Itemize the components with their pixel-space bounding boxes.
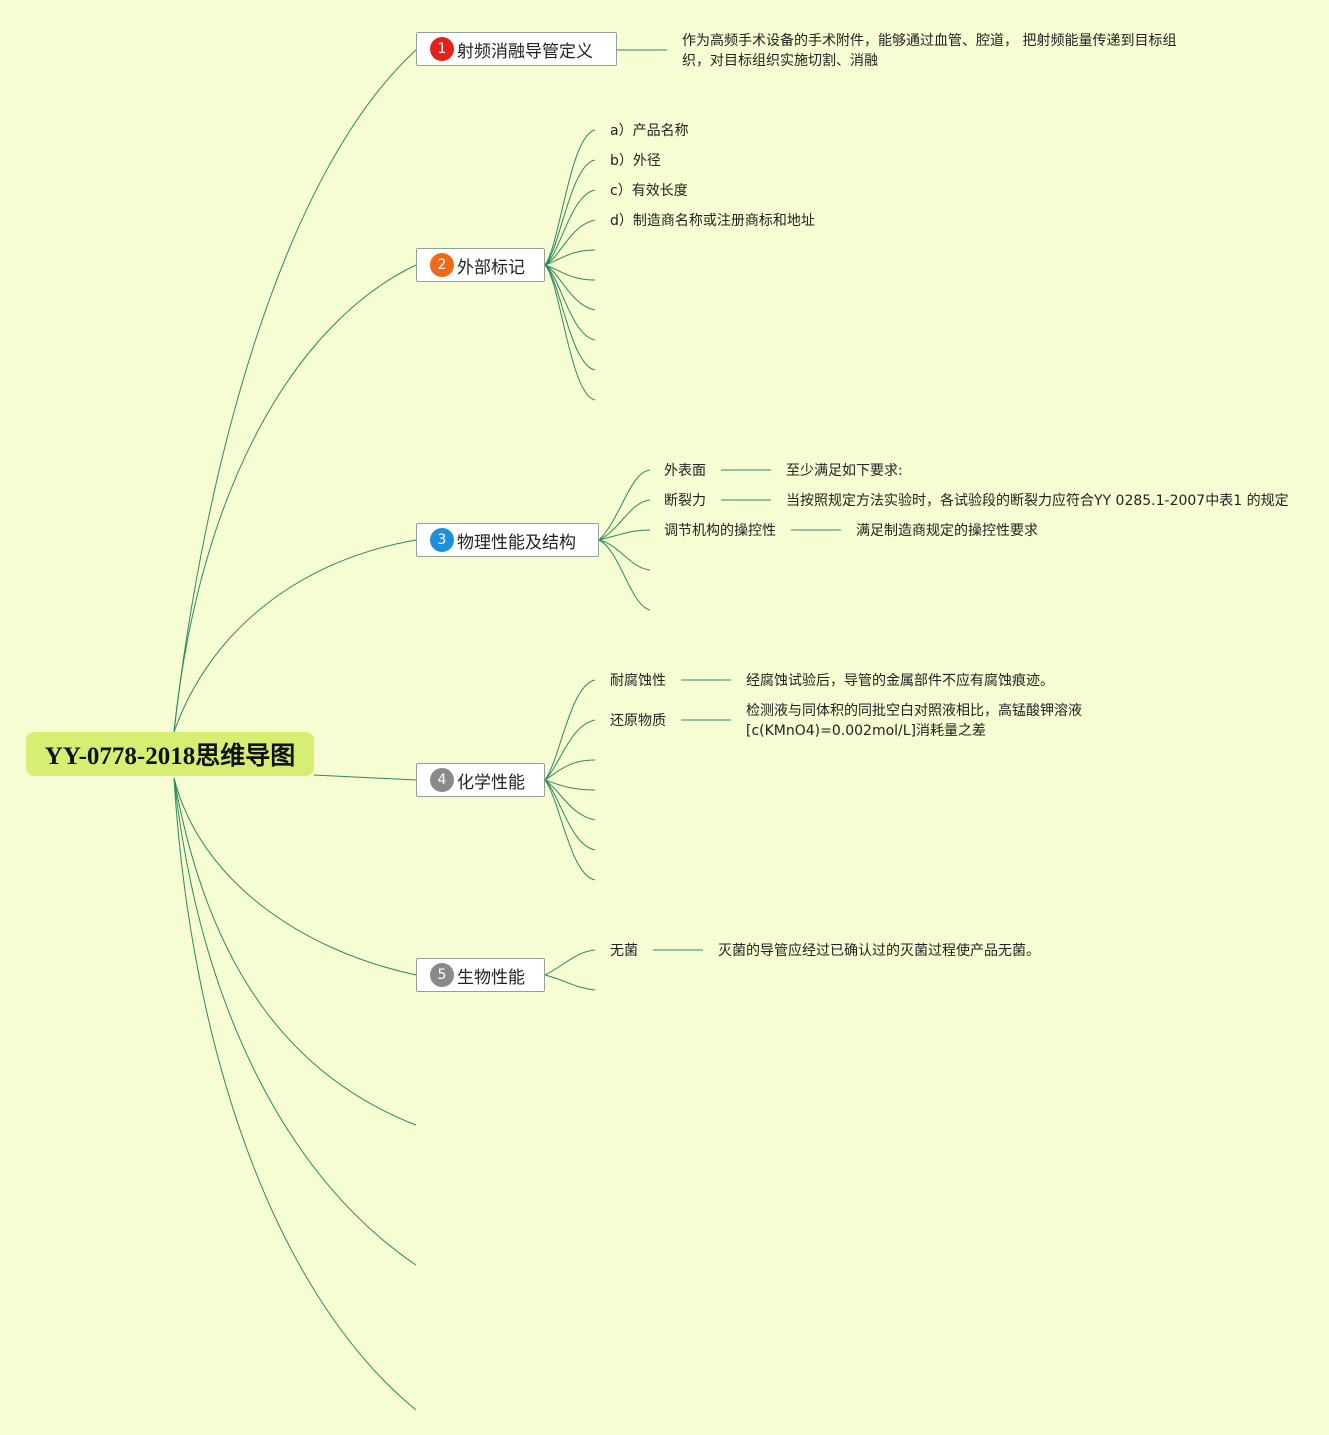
connector-root-branch3 bbox=[173, 539, 417, 733]
property-name: 耐腐蚀性 bbox=[610, 673, 666, 689]
connector-root-empty3 bbox=[173, 777, 417, 1411]
property-value: 经腐蚀试验后，导管的金属部件不应有腐蚀痕迹。 bbox=[746, 673, 1054, 689]
branch-label: 外部标记 bbox=[457, 257, 525, 278]
connector-root-empty1 bbox=[173, 777, 417, 1126]
property-value: 当按照规定方法实验时，各试验段的断裂力应符合YY 0285.1-2007中表1 … bbox=[786, 493, 1289, 509]
number-badge-4: 4 bbox=[430, 768, 454, 792]
connector-root-branch1 bbox=[173, 49, 417, 733]
property-name: 调节机构的操控性 bbox=[664, 523, 776, 539]
branch-chemical-properties[interactable]: 4 化学性能 bbox=[416, 763, 545, 797]
branch-label: 化学性能 bbox=[457, 772, 525, 793]
property-value: 至少满足如下要求: bbox=[786, 463, 903, 479]
definition-text: 作为高频手术设备的手术附件，能够通过血管、腔道， 把射频能量传递到目标组织，对目… bbox=[682, 33, 1177, 69]
branch-label: 物理性能及结构 bbox=[457, 532, 576, 553]
property-value: 灭菌的导管应经过已确认过的灭菌过程使产品无菌。 bbox=[718, 943, 1040, 959]
property-name: 断裂力 bbox=[664, 493, 706, 509]
branch-definition[interactable]: 1 射频消融导管定义 bbox=[416, 32, 617, 66]
number-badge-1: 1 bbox=[430, 37, 454, 61]
number-badge-5: 5 bbox=[430, 963, 454, 987]
property-value: 满足制造商规定的操控性要求 bbox=[856, 523, 1038, 539]
property-name: 还原物质 bbox=[610, 713, 666, 729]
connector-root-branch4 bbox=[313, 774, 417, 781]
property-name: 无菌 bbox=[610, 943, 638, 959]
root-topic[interactable]: YY-0778-2018思维导图 bbox=[26, 732, 314, 776]
connector-root-branch2 bbox=[173, 264, 417, 733]
number-badge-2: 2 bbox=[430, 253, 454, 277]
property-value: 检测液与同体积的同批空白对照液相比，高锰酸钾溶液[c(KMnO4)=0.002m… bbox=[746, 703, 1082, 739]
connector-root-empty2 bbox=[173, 777, 417, 1266]
connector-root-branch5 bbox=[173, 777, 417, 976]
branch-biological-properties[interactable]: 5 生物性能 bbox=[416, 958, 545, 992]
branch-physical-properties[interactable]: 3 物理性能及结构 bbox=[416, 523, 599, 557]
marking-item: c）有效长度 bbox=[610, 183, 688, 199]
property-name: 外表面 bbox=[664, 463, 706, 479]
branch-label: 生物性能 bbox=[457, 967, 525, 988]
number-badge-3: 3 bbox=[430, 528, 454, 552]
branch-external-marking[interactable]: 2 外部标记 bbox=[416, 248, 545, 282]
marking-item: b）外径 bbox=[610, 153, 661, 169]
marking-item: a）产品名称 bbox=[610, 123, 689, 139]
marking-item: d）制造商名称或注册商标和地址 bbox=[610, 213, 815, 229]
branch-label: 射频消融导管定义 bbox=[457, 41, 593, 62]
